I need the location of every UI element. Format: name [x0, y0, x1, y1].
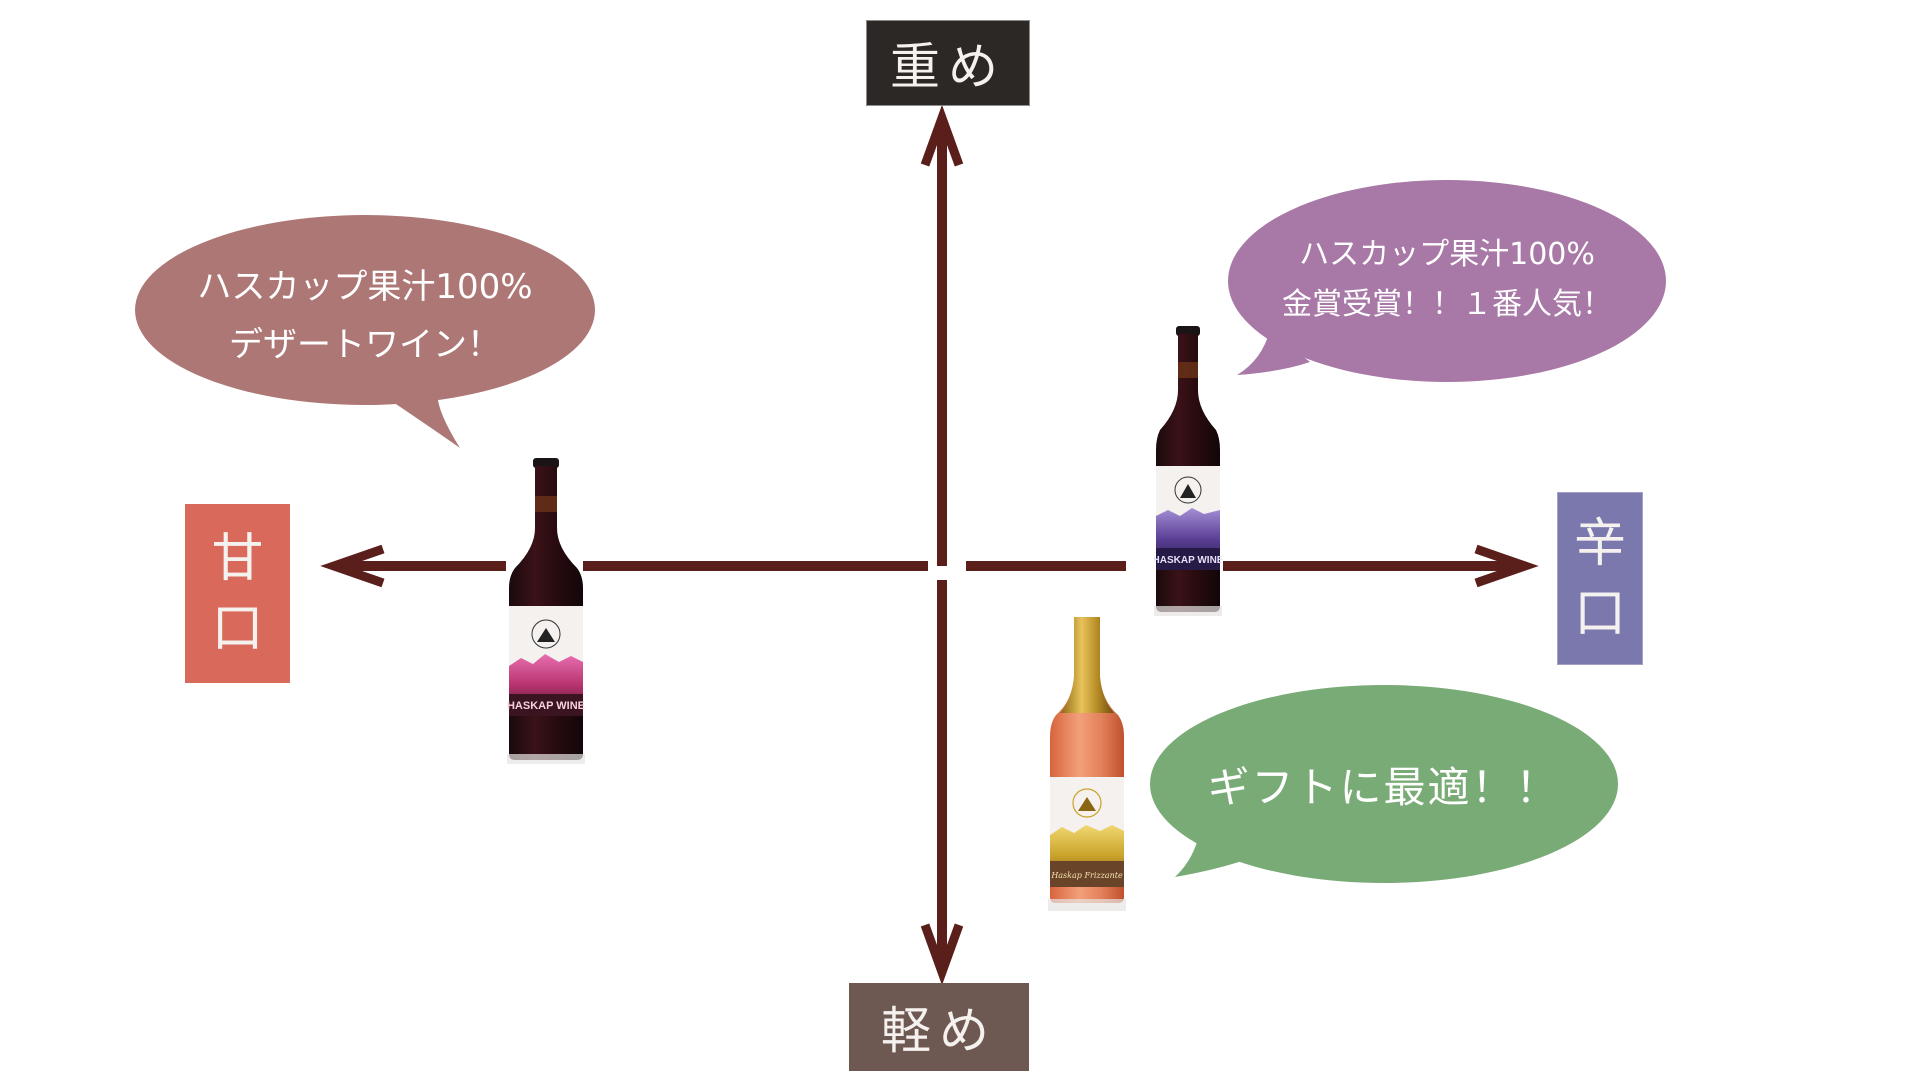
speech-bubble-gift-text: ギフトに最適！！ — [1150, 758, 1617, 818]
bubble-line: デザートワイン！ — [229, 325, 501, 365]
axis-label-light: 軽め — [849, 983, 1029, 1071]
bottle-label-name: HASKAP WINE — [1154, 555, 1222, 566]
bubble-line: ギフトに最適！！ — [1207, 763, 1560, 812]
bubble-line: ハスカップ果汁100% — [1299, 237, 1595, 272]
axis-label-dry: 辛 口 — [1557, 492, 1643, 665]
bubble-line: 金賞受賞！！１番人気！ — [1282, 287, 1612, 322]
arrowhead-right-icon — [1474, 544, 1539, 588]
product-bottle-haskap-wine-sweet: HASKAP WINE — [507, 458, 585, 764]
product-bottle-haskap-frizzante: Haskap Frizzante — [1048, 617, 1126, 911]
axis-label-dry-char-2: 口 — [1573, 583, 1626, 644]
arrowhead-up-icon — [920, 104, 964, 167]
bubble-line: ハスカップ果汁100% — [197, 267, 533, 307]
axis-label-heavy: 重め — [866, 20, 1030, 106]
axis-label-heavy-text: 重め — [890, 38, 1006, 96]
axis-label-light-text: 軽め — [881, 1002, 997, 1060]
axis-label-dry-char-1: 辛 — [1573, 513, 1626, 574]
arrowhead-down-icon — [920, 923, 964, 986]
product-bottle-haskap-wine-dry: HASKAP WINE — [1154, 326, 1222, 616]
speech-bubble-sweet — [135, 215, 595, 448]
speech-bubble-gift — [1150, 685, 1618, 883]
axis-label-sweet-char-2: 口 — [211, 598, 264, 659]
bottle-label-name: Haskap Frizzante — [1050, 871, 1123, 880]
speech-bubble-dry-heavy-text: ハスカップ果汁100% 金賞受賞！！１番人気！ — [1228, 230, 1666, 330]
axis-label-sweet: 甘 口 — [185, 504, 290, 683]
arrowhead-left-icon — [320, 544, 385, 588]
speech-bubble-dry-heavy — [1228, 180, 1666, 382]
speech-bubble-sweet-text: ハスカップ果汁100% デザートワイン！ — [135, 258, 595, 374]
bottle-label-name: HASKAP WINE — [507, 700, 585, 712]
axis-label-sweet-char-1: 甘 — [211, 528, 264, 589]
